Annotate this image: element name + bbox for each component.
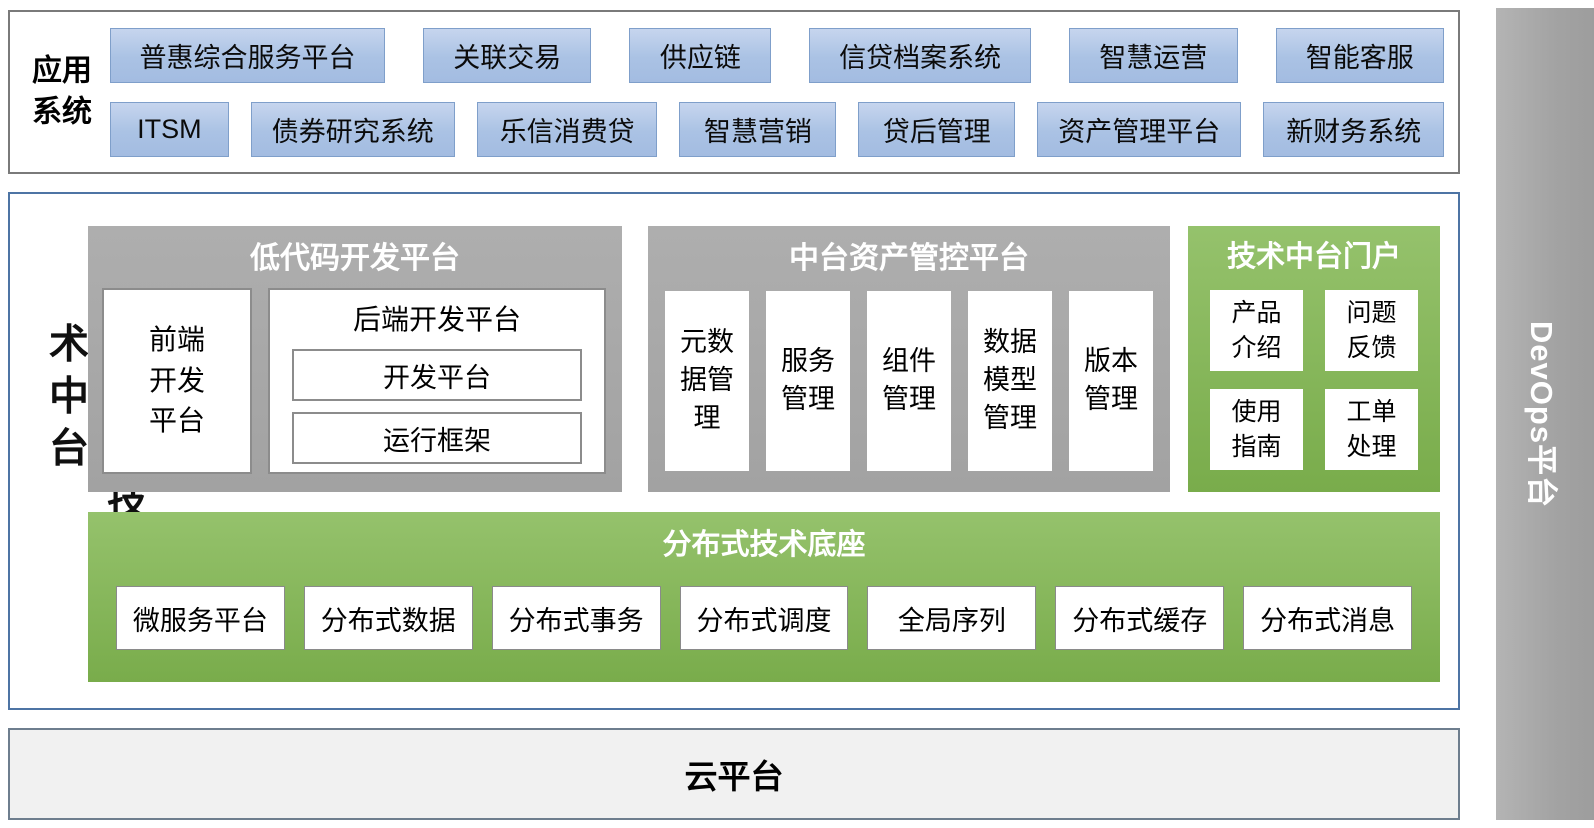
- asset-control-body: 元数据管理 服务管理 组件管理 数据模型管理 版本管理: [648, 288, 1170, 474]
- distributed-message-box: 分布式消息: [1243, 586, 1413, 650]
- app-box-bond-research: 债券研究系统: [250, 101, 455, 157]
- tech-portal-grid: 产品介绍 问题反馈 使用指南 工单处理: [1210, 290, 1418, 470]
- version-mgmt-box: 版本管理: [1069, 291, 1153, 471]
- low-code-panel: 低代码开发平台 前端开发平台 后端开发平台 开发平台 运行框架: [88, 226, 622, 492]
- product-intro-box: 产品介绍: [1210, 290, 1303, 371]
- app-box-lexin-loan: 乐信消费贷: [476, 101, 658, 157]
- app-box-new-finance: 新财务系统: [1263, 101, 1444, 157]
- app-box-credit-archive: 信贷档案系统: [809, 27, 1032, 83]
- low-code-body: 前端开发平台 后端开发平台 开发平台 运行框架: [102, 288, 606, 474]
- app-box-asset-mgmt-platform: 资产管理平台: [1037, 101, 1242, 157]
- user-guide-box: 使用指南: [1210, 389, 1303, 470]
- distributed-base-row: 微服务平台 分布式数据 分布式事务 分布式调度 全局序列 分布式缓存 分布式消息: [116, 586, 1413, 650]
- issue-feedback-box: 问题反馈: [1325, 290, 1418, 371]
- component-mgmt-box: 组件管理: [867, 291, 951, 471]
- global-sequence-box: 全局序列: [867, 586, 1037, 650]
- service-mgmt-box: 服务管理: [766, 291, 850, 471]
- app-systems-row-2: ITSM 债券研究系统 乐信消费贷 智慧营销 贷后管理 资产管理平台 新财务系统: [110, 101, 1444, 157]
- app-box-smart-service: 智能客服: [1275, 27, 1444, 83]
- asset-control-panel-title: 中台资产管控平台: [789, 242, 1029, 275]
- data-model-mgmt-box: 数据模型管理: [968, 291, 1052, 471]
- metadata-mgmt-box: 元数据管理: [665, 291, 749, 471]
- ticket-handling-box: 工单处理: [1325, 389, 1418, 470]
- dev-platform-box: 开发平台: [292, 349, 582, 401]
- distributed-transaction-box: 分布式事务: [491, 586, 661, 650]
- app-box-supply-chain: 供应链: [629, 27, 772, 83]
- cloud-platform-bar: 云平台: [8, 728, 1460, 820]
- tech-portal-title: 技术中台门户: [1226, 241, 1401, 273]
- microservice-platform-box: 微服务平台: [116, 586, 285, 650]
- tech-portal-panel: 技术中台门户 产品介绍 问题反馈 使用指南 工单处理: [1188, 226, 1440, 492]
- app-box-itsm: ITSM: [110, 101, 229, 157]
- distributed-scheduling-box: 分布式调度: [679, 586, 849, 650]
- backend-platform-title: 后端开发平台: [352, 304, 521, 335]
- frontend-platform-box: 前端开发平台: [102, 288, 252, 474]
- frontend-platform-label: 前端开发平台: [149, 324, 206, 437]
- cloud-platform-label: 云平台: [684, 758, 784, 795]
- app-box-smart-operations: 智慧运营: [1069, 27, 1238, 83]
- distributed-base-title: 分布式技术底座: [662, 529, 866, 561]
- app-systems-label: 应用系统: [32, 54, 92, 129]
- app-box-smart-marketing: 智慧营销: [679, 101, 837, 157]
- app-box-post-loan: 贷后管理: [858, 101, 1016, 157]
- app-box-puhui-platform: 普惠综合服务平台: [110, 27, 385, 83]
- distributed-middle-platform-section: 分布式技术中台 低代码开发平台 前端开发平台 后端开发平台 开发平台 运行框架 …: [8, 192, 1460, 710]
- distributed-data-box: 分布式数据: [303, 586, 473, 650]
- devops-platform-bar: DevOps平台: [1496, 8, 1594, 820]
- low-code-panel-title: 低代码开发平台: [250, 242, 460, 275]
- app-systems-rows: 普惠综合服务平台 关联交易 供应链 信贷档案系统 智慧运营 智能客服 ITSM …: [110, 12, 1444, 172]
- app-box-related-trading: 关联交易: [422, 27, 592, 83]
- asset-control-panel: 中台资产管控平台 元数据管理 服务管理 组件管理 数据模型管理 版本管理: [648, 226, 1170, 492]
- app-systems-row-1: 普惠综合服务平台 关联交易 供应链 信贷档案系统 智慧运营 智能客服: [110, 27, 1444, 83]
- backend-platform-box: 后端开发平台 开发平台 运行框架: [268, 288, 606, 474]
- runtime-framework-box: 运行框架: [292, 412, 582, 464]
- app-systems-section: 应用系统 普惠综合服务平台 关联交易 供应链 信贷档案系统 智慧运营 智能客服 …: [8, 10, 1460, 174]
- distributed-cache-box: 分布式缓存: [1055, 586, 1225, 650]
- distributed-base-panel: 分布式技术底座 微服务平台 分布式数据 分布式事务 分布式调度 全局序列 分布式…: [88, 512, 1440, 682]
- devops-platform-label: DevOps平台: [1524, 320, 1560, 508]
